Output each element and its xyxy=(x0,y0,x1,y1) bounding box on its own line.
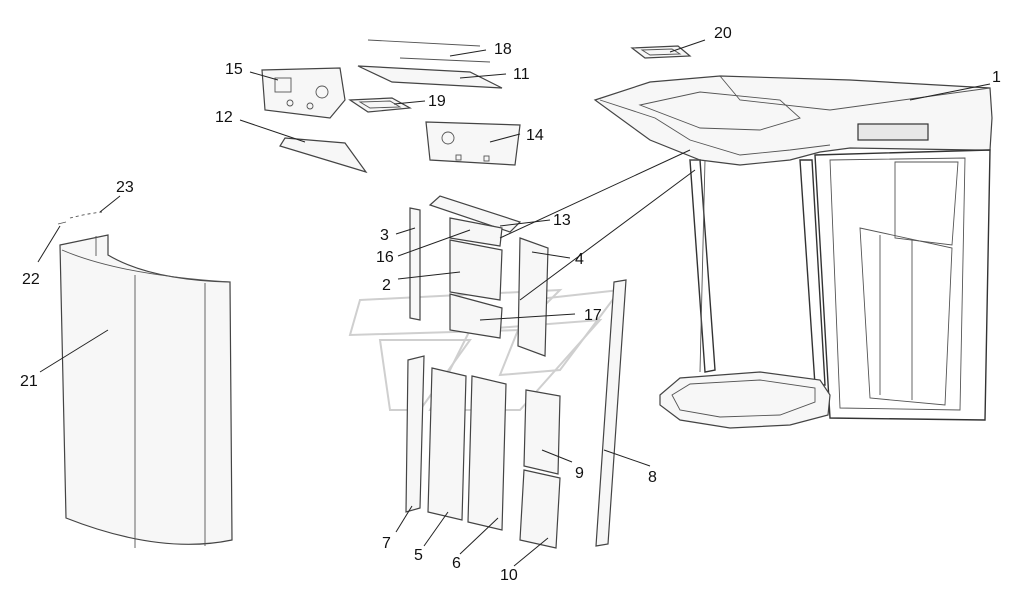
callout-2: 2 xyxy=(382,277,391,294)
callout-19: 19 xyxy=(428,93,446,110)
part-14-panel xyxy=(425,121,521,166)
part-17-panel xyxy=(449,293,503,339)
callout-23: 23 xyxy=(116,179,134,196)
callout-18: 18 xyxy=(494,41,512,58)
part-2-panel xyxy=(449,239,503,301)
part-9-panel xyxy=(523,389,561,475)
callout-8: 8 xyxy=(648,469,657,486)
callout-12: 12 xyxy=(215,109,233,126)
callout-labels: 1 2 3 4 5 6 7 8 9 10 11 12 13 14 15 16 1… xyxy=(20,25,1001,584)
part-18-strip xyxy=(367,39,491,63)
callout-7: 7 xyxy=(382,535,391,552)
part-19-seal xyxy=(348,97,412,113)
part-8-pillar xyxy=(595,279,627,547)
callout-3: 3 xyxy=(380,227,389,244)
part-3-side-strip xyxy=(409,207,421,321)
callout-10: 10 xyxy=(500,567,518,584)
callout-9: 9 xyxy=(575,465,584,482)
callout-22: 22 xyxy=(22,271,40,288)
part-11-glass xyxy=(357,65,503,89)
leader-lines xyxy=(37,39,991,567)
callout-17: 17 xyxy=(584,307,602,324)
callout-1: 1 xyxy=(992,69,1001,86)
callout-16: 16 xyxy=(376,249,394,266)
callout-21: 21 xyxy=(20,373,38,390)
callout-11: 11 xyxy=(513,66,530,83)
part-13-top-trim xyxy=(428,195,522,233)
part-7-strip xyxy=(405,355,425,513)
callout-5: 5 xyxy=(414,547,423,564)
callout-6: 6 xyxy=(452,555,461,572)
part-4-side-panel xyxy=(517,237,549,357)
part-15-panel xyxy=(261,67,346,119)
part-6-panel xyxy=(467,375,507,531)
callout-20: 20 xyxy=(714,25,732,42)
callout-14: 14 xyxy=(526,127,544,144)
callout-4: 4 xyxy=(575,251,584,268)
part-16-trim xyxy=(449,217,503,247)
part-22-seal xyxy=(57,221,67,225)
part-5-panel xyxy=(427,367,467,521)
part-23-seal xyxy=(69,211,103,219)
part-21-curved-panel xyxy=(59,234,233,548)
part-20-hatch-seal xyxy=(630,45,692,59)
callout-13: 13 xyxy=(553,212,571,229)
callout-15: 15 xyxy=(225,61,243,78)
part-10-panel xyxy=(519,469,561,549)
part-12-strip xyxy=(279,137,368,174)
part-1-cab-body xyxy=(593,75,993,429)
